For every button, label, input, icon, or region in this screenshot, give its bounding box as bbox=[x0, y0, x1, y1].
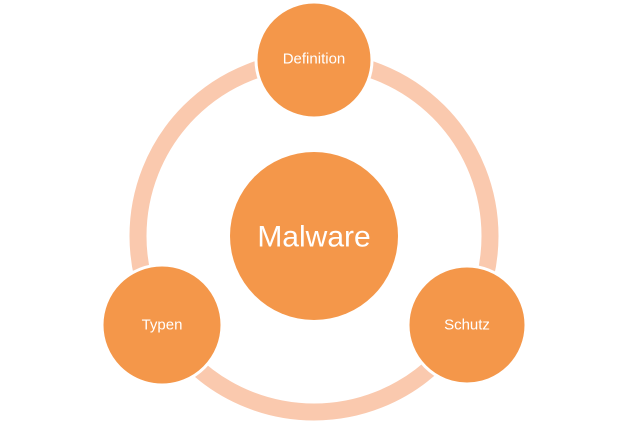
node-schutz-circle bbox=[406, 264, 528, 386]
node-definition-circle bbox=[254, 0, 374, 120]
node-definition-label: Definition bbox=[283, 51, 346, 68]
center-circle bbox=[230, 152, 398, 320]
center-label: Malware bbox=[257, 221, 370, 254]
node-definition: Definition bbox=[254, 0, 374, 120]
node-typen-label: Typen bbox=[142, 317, 183, 334]
node-schutz-label: Schutz bbox=[444, 317, 490, 334]
node-typen-circle bbox=[100, 263, 224, 387]
center-node: Malware bbox=[230, 152, 398, 320]
node-schutz: Schutz bbox=[406, 264, 528, 386]
node-typen: Typen bbox=[100, 263, 224, 387]
